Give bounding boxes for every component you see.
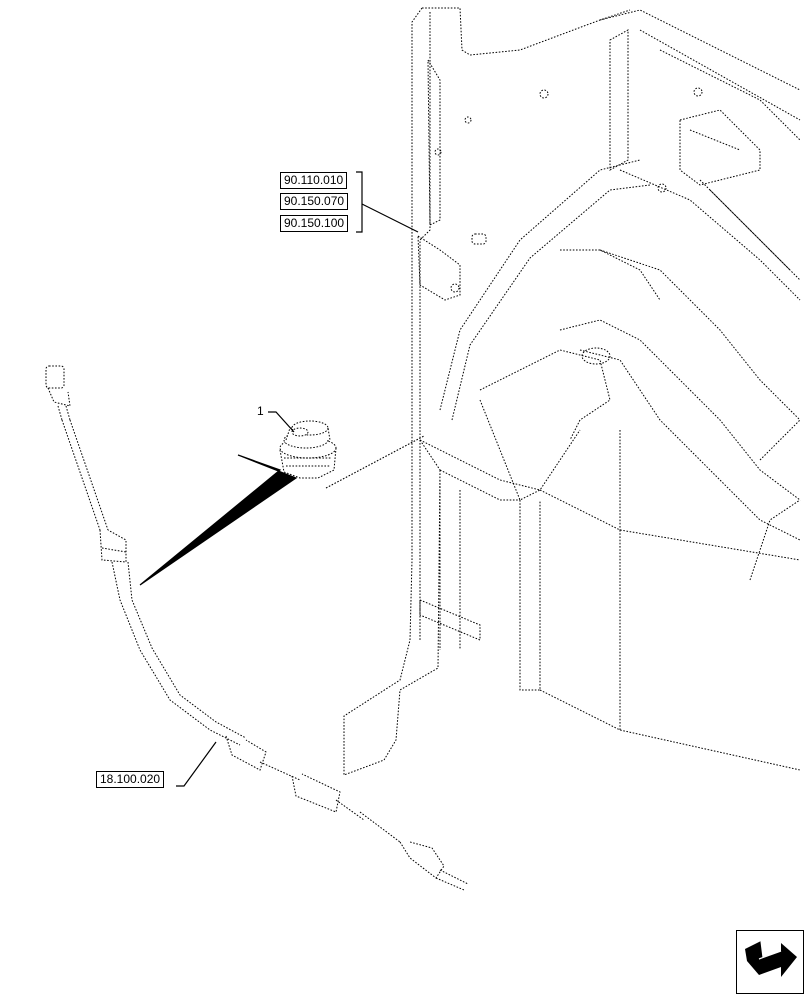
reference-90-150-070[interactable]: 90.150.070 [280,193,349,210]
reference-18-100-020[interactable]: 18.100.020 [96,771,165,788]
frame-top [599,9,801,91]
ref-leader-upper [361,203,419,233]
body-lower [539,489,801,561]
shift-cable [45,365,469,891]
next-page-arrow-icon [745,940,797,977]
ref-leader-cable [176,741,217,787]
reference-90-150-100[interactable]: 90.150.100 [280,215,349,232]
pointer-wedge [139,454,298,586]
callout-item-1: 1 [257,404,264,418]
callout-1-leader [268,411,295,433]
next-page-button[interactable] [736,930,804,994]
panel-edge [343,7,441,776]
fender-arch [439,159,641,411]
grommet-part [279,420,337,479]
panel-strip [427,59,441,226]
reference-90-110-010[interactable]: 90.110.010 [280,172,348,189]
mount-bracket [417,235,461,301]
